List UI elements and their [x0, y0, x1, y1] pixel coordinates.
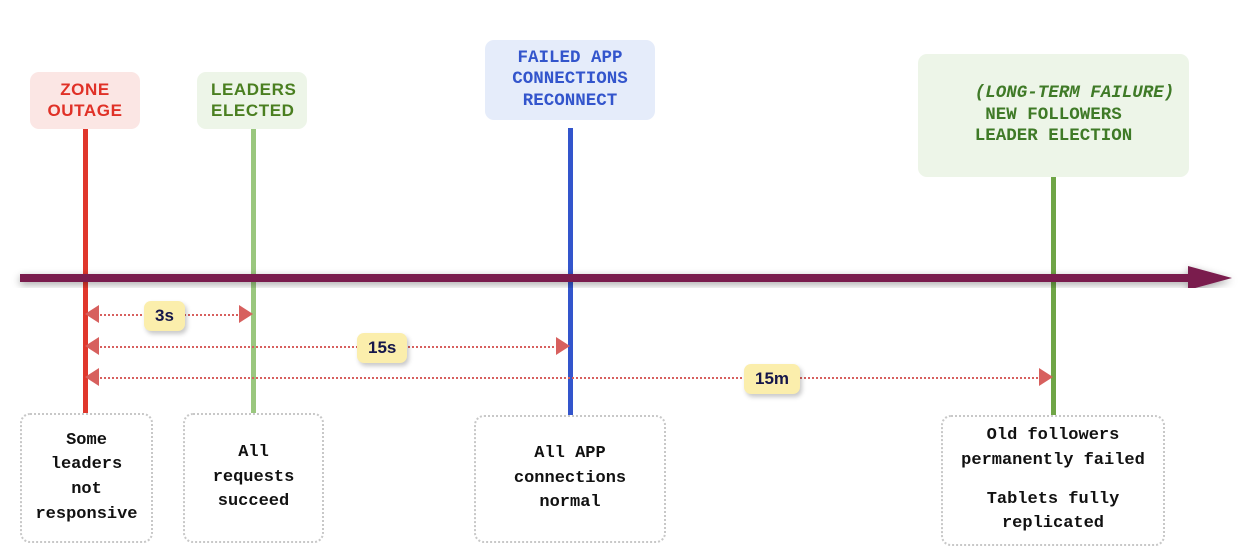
outcome-text: All APP connections normal [513, 444, 627, 513]
outcome-box-long-term-failure[interactable]: Old followers permanently failed Tablets… [941, 415, 1165, 546]
long-term-failure-lines: NEW FOLLOWERS LEADER ELECTION [974, 104, 1133, 147]
timeline-axis [0, 258, 1252, 290]
outcome-box-zone-outage[interactable]: Some leaders not responsive [20, 413, 153, 543]
outcome-text-secondary: Tablets fully replicated [986, 489, 1120, 534]
duration-badge-15s[interactable]: 15s [357, 333, 408, 363]
arrow-left-icon [85, 368, 99, 386]
event-line-leaders-elected [251, 120, 256, 420]
outcome-text-primary: Old followers permanently failed [961, 426, 1145, 470]
long-term-failure-italic-line: (LONG-TERM FAILURE) [974, 83, 1175, 104]
event-line-zone-outage [83, 120, 88, 420]
duration-badge-15m[interactable]: 15m [744, 364, 801, 394]
arrow-right-icon [556, 337, 570, 355]
event-chip-zone-outage[interactable]: ZONE OUTAGE [30, 72, 140, 130]
event-chip-long-term-failure[interactable]: (LONG-TERM FAILURE) NEW FOLLOWERS LEADER… [918, 54, 1189, 177]
duration-measure-15s [85, 335, 570, 359]
arrow-left-icon [85, 337, 99, 355]
duration-measure-15m [85, 366, 1053, 390]
event-chip-leaders-elected[interactable]: LEADERS ELECTED [197, 72, 307, 130]
outcome-box-leaders-elected[interactable]: All requests succeed [183, 413, 324, 543]
arrow-left-icon [85, 305, 99, 323]
dotted-connector [97, 377, 1041, 379]
outcome-text: Some leaders not responsive [35, 430, 138, 524]
event-chip-failed-app-connections[interactable]: FAILED APP CONNECTIONS RECONNECT [485, 40, 655, 121]
arrow-right-icon [1039, 368, 1053, 386]
duration-badge-3s[interactable]: 3s [144, 301, 185, 331]
outcome-box-app-connections[interactable]: All APP connections normal [474, 415, 666, 543]
arrow-right-icon [239, 305, 253, 323]
outcome-text: All requests succeed [212, 443, 295, 512]
dotted-connector [97, 346, 558, 348]
